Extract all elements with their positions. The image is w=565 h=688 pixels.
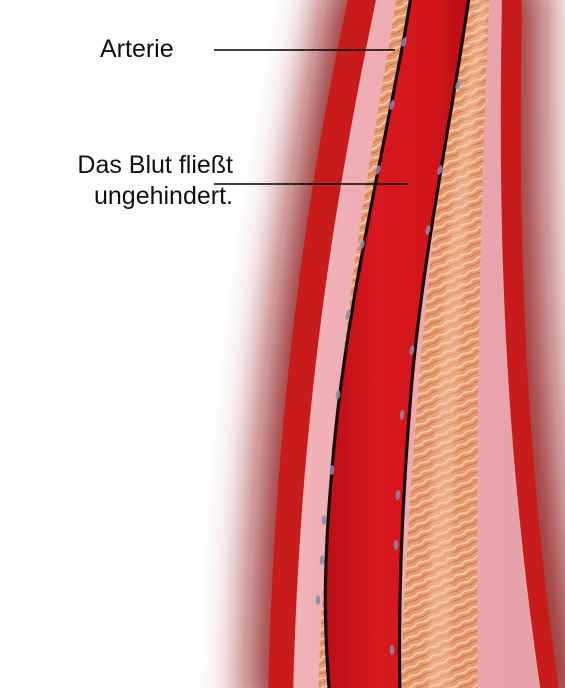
blood-flow-label-line-1: Das Blut fließt bbox=[77, 150, 233, 181]
artery-label: Arterie bbox=[100, 34, 174, 65]
blood-flow-label: Das Blut fließt ungehindert. bbox=[77, 150, 233, 212]
blood-flow-label-line-2: ungehindert. bbox=[77, 181, 233, 212]
